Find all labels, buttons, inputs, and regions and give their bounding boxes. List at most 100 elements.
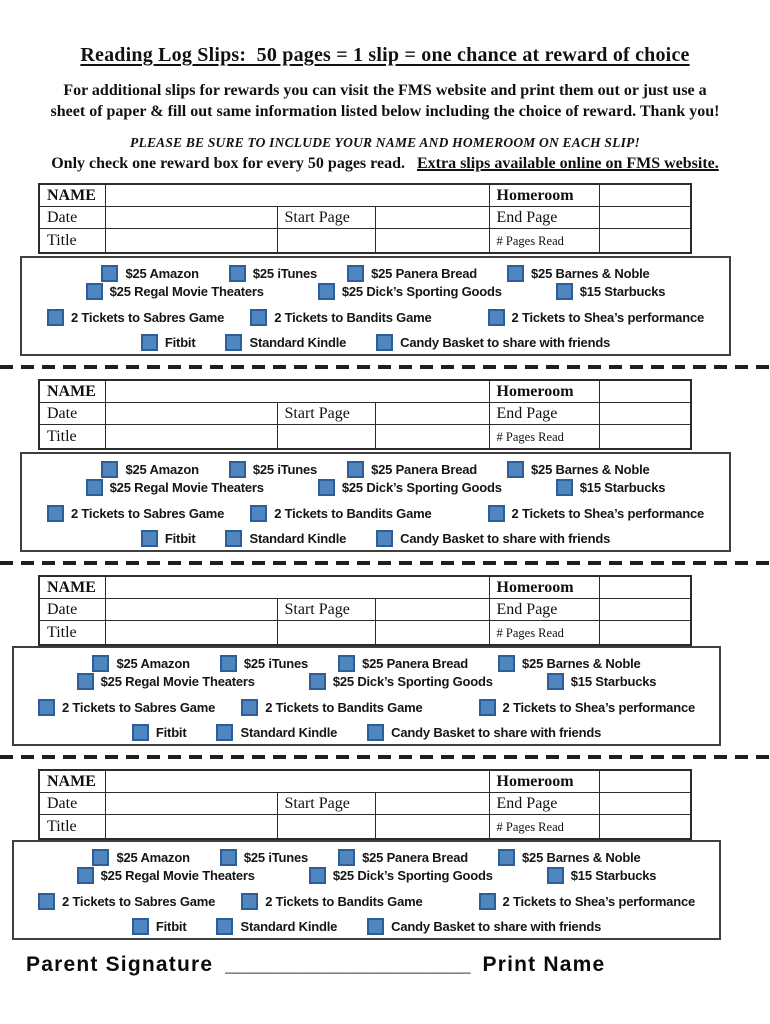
checkbox-icon[interactable] [85,283,103,301]
checkbox-icon[interactable] [219,655,237,673]
checkbox-icon[interactable] [317,283,335,301]
checkbox-icon[interactable] [555,283,573,301]
start-page-input-cell[interactable] [374,598,490,622]
checkbox-icon[interactable] [92,849,110,867]
checkbox-icon[interactable] [76,867,94,885]
end-page-input-cell[interactable] [598,792,692,816]
pages-read-input-cell[interactable] [598,424,692,450]
reward-label: 2 Tickets to Sabres Game [70,310,225,326]
checkbox-icon[interactable] [76,673,94,691]
name-input-cell[interactable] [104,183,490,208]
name-input-cell[interactable] [104,575,490,600]
end-page-input-cell[interactable] [598,402,692,426]
checkbox-icon[interactable] [347,265,365,283]
reward-label: $25 Amazon [125,266,199,282]
pages-read-input-cell[interactable] [598,620,692,646]
start-page-input-cell[interactable] [374,206,490,230]
checkbox-icon[interactable] [347,461,365,479]
title-input-cell[interactable] [104,814,278,840]
signature-line[interactable]: _____________________ [225,953,471,977]
reward-option: $25 Dick’s Sporting Goods [317,283,502,301]
checkbox-icon[interactable] [487,505,505,523]
homeroom-input-cell[interactable] [598,183,692,208]
date-input-cell[interactable] [104,792,278,816]
end-page-input-cell[interactable] [598,206,692,230]
name-input-cell[interactable] [104,769,490,794]
homeroom-input-cell[interactable] [598,379,692,404]
checkbox-icon[interactable] [507,265,525,283]
checkbox-icon[interactable] [367,918,385,936]
reward-option: $25 Regal Movie Theaters [76,673,255,691]
checkbox-icon[interactable] [228,265,246,283]
blank-cell-2 [374,814,490,840]
checkbox-icon[interactable] [555,479,573,497]
checkbox-icon[interactable] [308,867,326,885]
blank-cell-1 [276,620,376,646]
reward-option: $15 Starbucks [555,479,666,497]
checkbox-icon[interactable] [46,505,64,523]
title-input-cell[interactable] [104,620,278,646]
reward-option: Fitbit [140,334,196,352]
checkbox-icon[interactable] [140,530,158,548]
checkbox-icon[interactable] [376,530,394,548]
checkbox-icon[interactable] [546,673,564,691]
checkbox-icon[interactable] [498,849,516,867]
checkbox-icon[interactable] [317,479,335,497]
checkbox-icon[interactable] [101,461,119,479]
checkbox-icon[interactable] [37,893,55,911]
checkbox-icon[interactable] [498,655,516,673]
reward-option: 2 Tickets to Shea’s performance [487,309,704,327]
table-row-title: Title # Pages Read [38,814,692,840]
checkbox-icon[interactable] [131,918,149,936]
reward-option: 2 Tickets to Shea’s performance [487,505,704,523]
blank-cell-2 [374,620,490,646]
checkbox-icon[interactable] [37,699,55,717]
checkbox-icon[interactable] [250,309,268,327]
reward-label: $25 Panera Bread [362,656,469,672]
pages-read-input-cell[interactable] [598,228,692,254]
checkbox-icon[interactable] [225,530,243,548]
checkbox-icon[interactable] [487,309,505,327]
checkbox-icon[interactable] [507,461,525,479]
checkbox-icon[interactable] [250,505,268,523]
checkbox-icon[interactable] [338,849,356,867]
checkbox-icon[interactable] [140,334,158,352]
rewards-box: $25 Amazon $25 iTunes $25 Panera Bread $… [12,646,721,747]
checkbox-icon[interactable] [478,699,496,717]
end-page-input-cell[interactable] [598,598,692,622]
homeroom-input-cell[interactable] [598,575,692,600]
checkbox-icon[interactable] [228,461,246,479]
checkbox-icon[interactable] [308,673,326,691]
reward-label: Fitbit [155,919,187,935]
title-input-cell[interactable] [104,228,278,254]
checkbox-icon[interactable] [241,893,259,911]
checkbox-icon[interactable] [216,724,234,742]
start-page-input-cell[interactable] [374,792,490,816]
checkbox-icon[interactable] [338,655,356,673]
date-input-cell[interactable] [104,206,278,230]
pages-read-input-cell[interactable] [598,814,692,840]
checkbox-icon[interactable] [92,655,110,673]
checkbox-icon[interactable] [101,265,119,283]
start-page-input-cell[interactable] [374,402,490,426]
checkbox-icon[interactable] [46,309,64,327]
checkbox-icon[interactable] [241,699,259,717]
checkbox-icon[interactable] [367,724,385,742]
checkbox-icon[interactable] [219,849,237,867]
name-input-cell[interactable] [104,379,490,404]
homeroom-input-cell[interactable] [598,769,692,794]
checkbox-icon[interactable] [225,334,243,352]
reward-label: Fitbit [155,725,187,741]
reward-option: Fitbit [140,530,196,548]
reading-log-table: NAME Homeroom Date Start Page End Page T… [38,575,693,647]
date-input-cell[interactable] [104,598,278,622]
table-row-title: Title # Pages Read [38,620,692,646]
checkbox-icon[interactable] [216,918,234,936]
checkbox-icon[interactable] [85,479,103,497]
title-input-cell[interactable] [104,424,278,450]
checkbox-icon[interactable] [376,334,394,352]
checkbox-icon[interactable] [546,867,564,885]
date-input-cell[interactable] [104,402,278,426]
checkbox-icon[interactable] [131,724,149,742]
checkbox-icon[interactable] [478,893,496,911]
